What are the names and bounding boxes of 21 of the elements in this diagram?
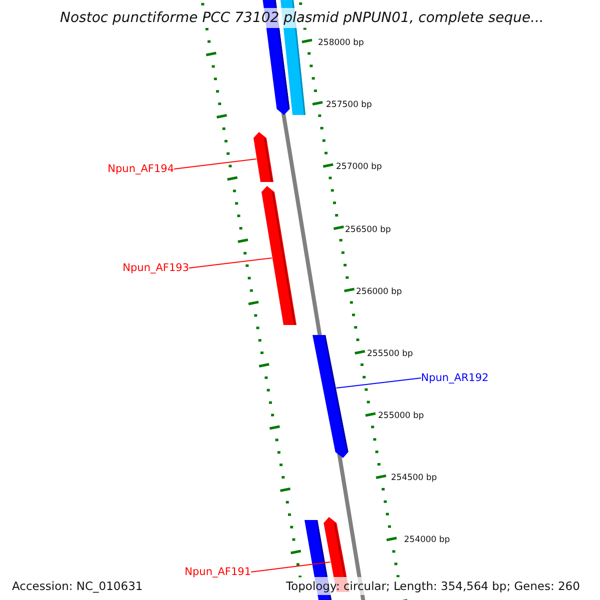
tick-label: 255000 bp (378, 411, 424, 421)
tick-label: 258000 bp (318, 38, 364, 48)
tick-label: 257500 bp (326, 100, 372, 110)
gene-feature (262, 186, 296, 325)
tick-label: 254500 bp (391, 473, 437, 483)
leader-line (174, 158, 257, 170)
gene-label: Npun_AR192 (421, 372, 489, 384)
gene-label: Npun_AF194 (108, 163, 174, 175)
gene-feature (312, 335, 348, 458)
gene-feature (253, 132, 274, 182)
leader-line (250, 562, 331, 572)
leader-line (188, 258, 272, 268)
tick-label: 256500 bp (345, 225, 391, 235)
title: Nostoc punctiforme PCC 73102 plasmid pNPUN01, complete seque... (60, 8, 540, 28)
tick-label: 256000 bp (356, 287, 402, 297)
tick-label: 255500 bp (367, 349, 413, 359)
gene-label: Npun_AF193 (122, 262, 189, 274)
gene-label: Npun_AF191 (184, 566, 251, 578)
leader-line (336, 378, 422, 388)
tick-label: 254000 bp (404, 535, 450, 545)
tick-label: 257000 bp (336, 162, 382, 172)
